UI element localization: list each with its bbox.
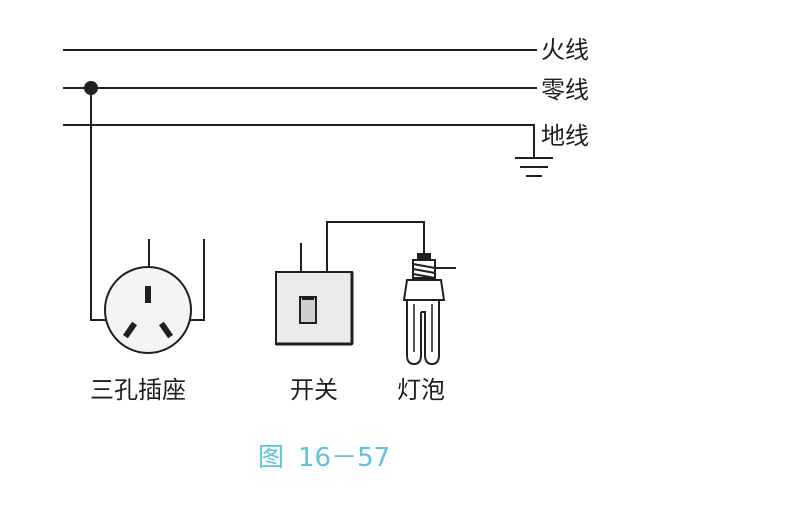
light-bulb <box>402 253 446 366</box>
neutral-wire-label: 零线 <box>541 76 589 104</box>
socket-left-pin <box>122 321 138 339</box>
switch-label: 开关 <box>290 376 338 404</box>
earth-symbol <box>515 124 553 177</box>
junction-dot <box>84 81 98 95</box>
socket-right-pin <box>158 321 174 339</box>
switch-output-lead <box>326 221 425 273</box>
three-pin-socket <box>104 266 192 354</box>
figure-caption-prefix: 图 <box>258 443 284 473</box>
socket-earth-pin <box>145 286 151 303</box>
wall-switch <box>275 271 354 346</box>
bulb-tubes <box>406 300 440 366</box>
live-wire-label: 火线 <box>541 36 589 64</box>
ground-wire-label: 地线 <box>541 122 589 150</box>
switch-rocker <box>299 296 317 324</box>
bulb-label: 灯泡 <box>397 376 445 404</box>
figure-caption-number: 16－57 <box>298 443 390 473</box>
socket-label: 三孔插座 <box>90 376 186 404</box>
